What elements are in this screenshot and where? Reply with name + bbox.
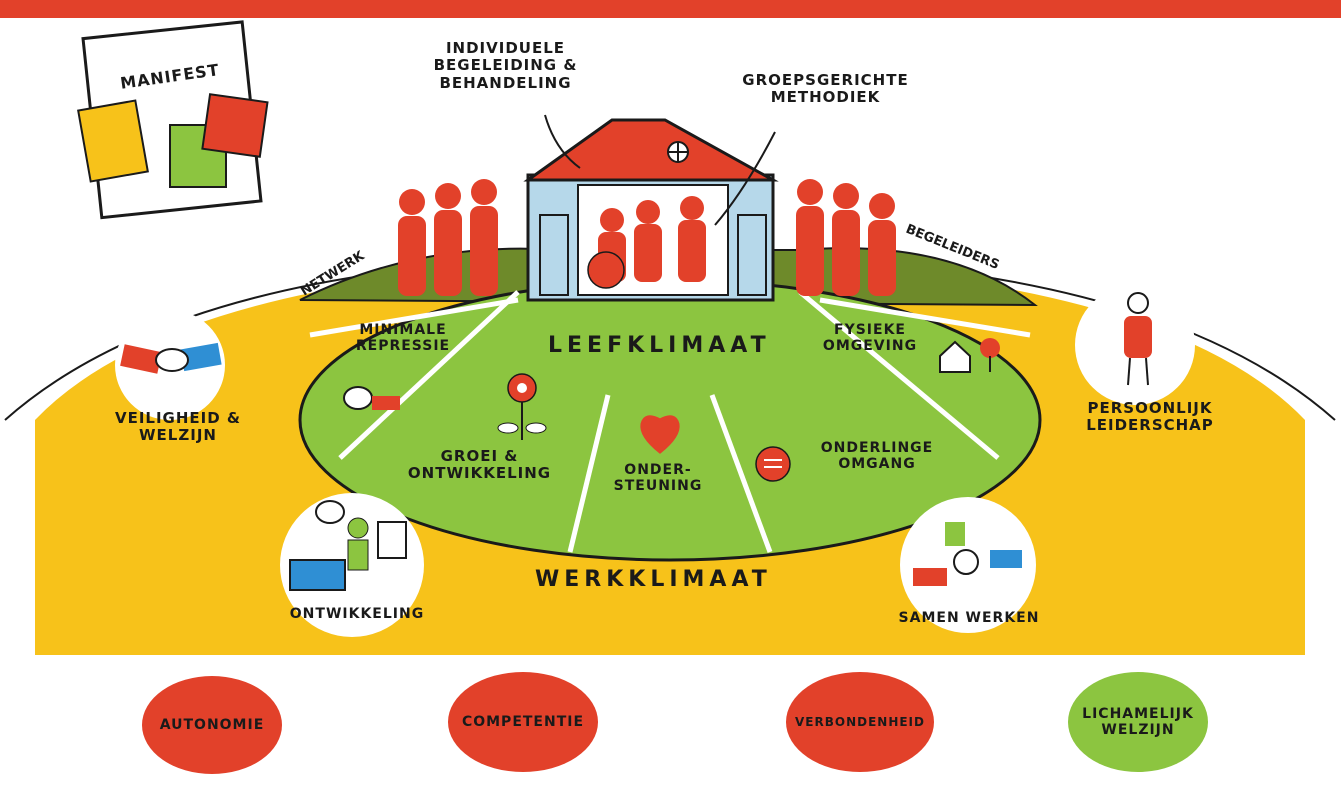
leefklimaat-title: LEEFKLIMAAT	[548, 333, 771, 358]
segment-groei: GROEI & ONTWIKKELING	[407, 447, 552, 483]
item-ontwikkeling: ONTWIKKELING	[289, 606, 425, 622]
item-samen-werken: SAMEN WERKEN	[898, 610, 1040, 626]
item-leiderschap: PERSOONLIJK LEIDERSCHAP	[1086, 399, 1214, 435]
werkklimaat-title: WERKKLIMAAT	[535, 567, 772, 592]
speech-bubble-icon	[755, 446, 791, 482]
need-lichamelijk-welzijn: LICHAMELIJK WELZIJN	[1068, 672, 1208, 772]
manifest-book-icon	[77, 20, 269, 220]
home-tree-icon	[939, 338, 1000, 373]
leader-person-icon	[1124, 292, 1152, 386]
item-veiligheid: VEILIGHEID & WELZIJN	[114, 409, 242, 445]
need-competentie: COMPETENTIE	[448, 672, 598, 772]
flower-icon	[497, 373, 547, 440]
hand-icon	[343, 386, 400, 410]
top-banner	[0, 0, 1341, 18]
segment-repressie: MINIMALE REPRESSIE	[355, 322, 451, 355]
handshake-icon	[120, 342, 222, 374]
supervisors-people-icon	[796, 179, 896, 296]
need-autonomie: AUTONOMIE	[142, 676, 282, 774]
segment-onderlinge-omgang: ONDERLINGE OMGANG	[820, 440, 934, 473]
hands-together-icon	[913, 522, 1022, 586]
segment-fysieke-omgeving: FYSIEKE OMGEVING	[822, 322, 918, 355]
segment-ondersteuning: ONDER-STEUNING	[613, 462, 703, 495]
need-verbondenheid: VERBONDENHEID	[786, 672, 934, 772]
house-icon	[523, 118, 779, 302]
teaching-icon	[289, 500, 407, 591]
group-method-label: GROEPSGERICHTE METHODIEK	[742, 71, 909, 107]
network-people-icon	[398, 179, 498, 296]
heart-icon	[640, 415, 680, 454]
individual-guidance-label: INDIVIDUELE BEGELEIDING & BEHANDELING	[433, 39, 578, 92]
